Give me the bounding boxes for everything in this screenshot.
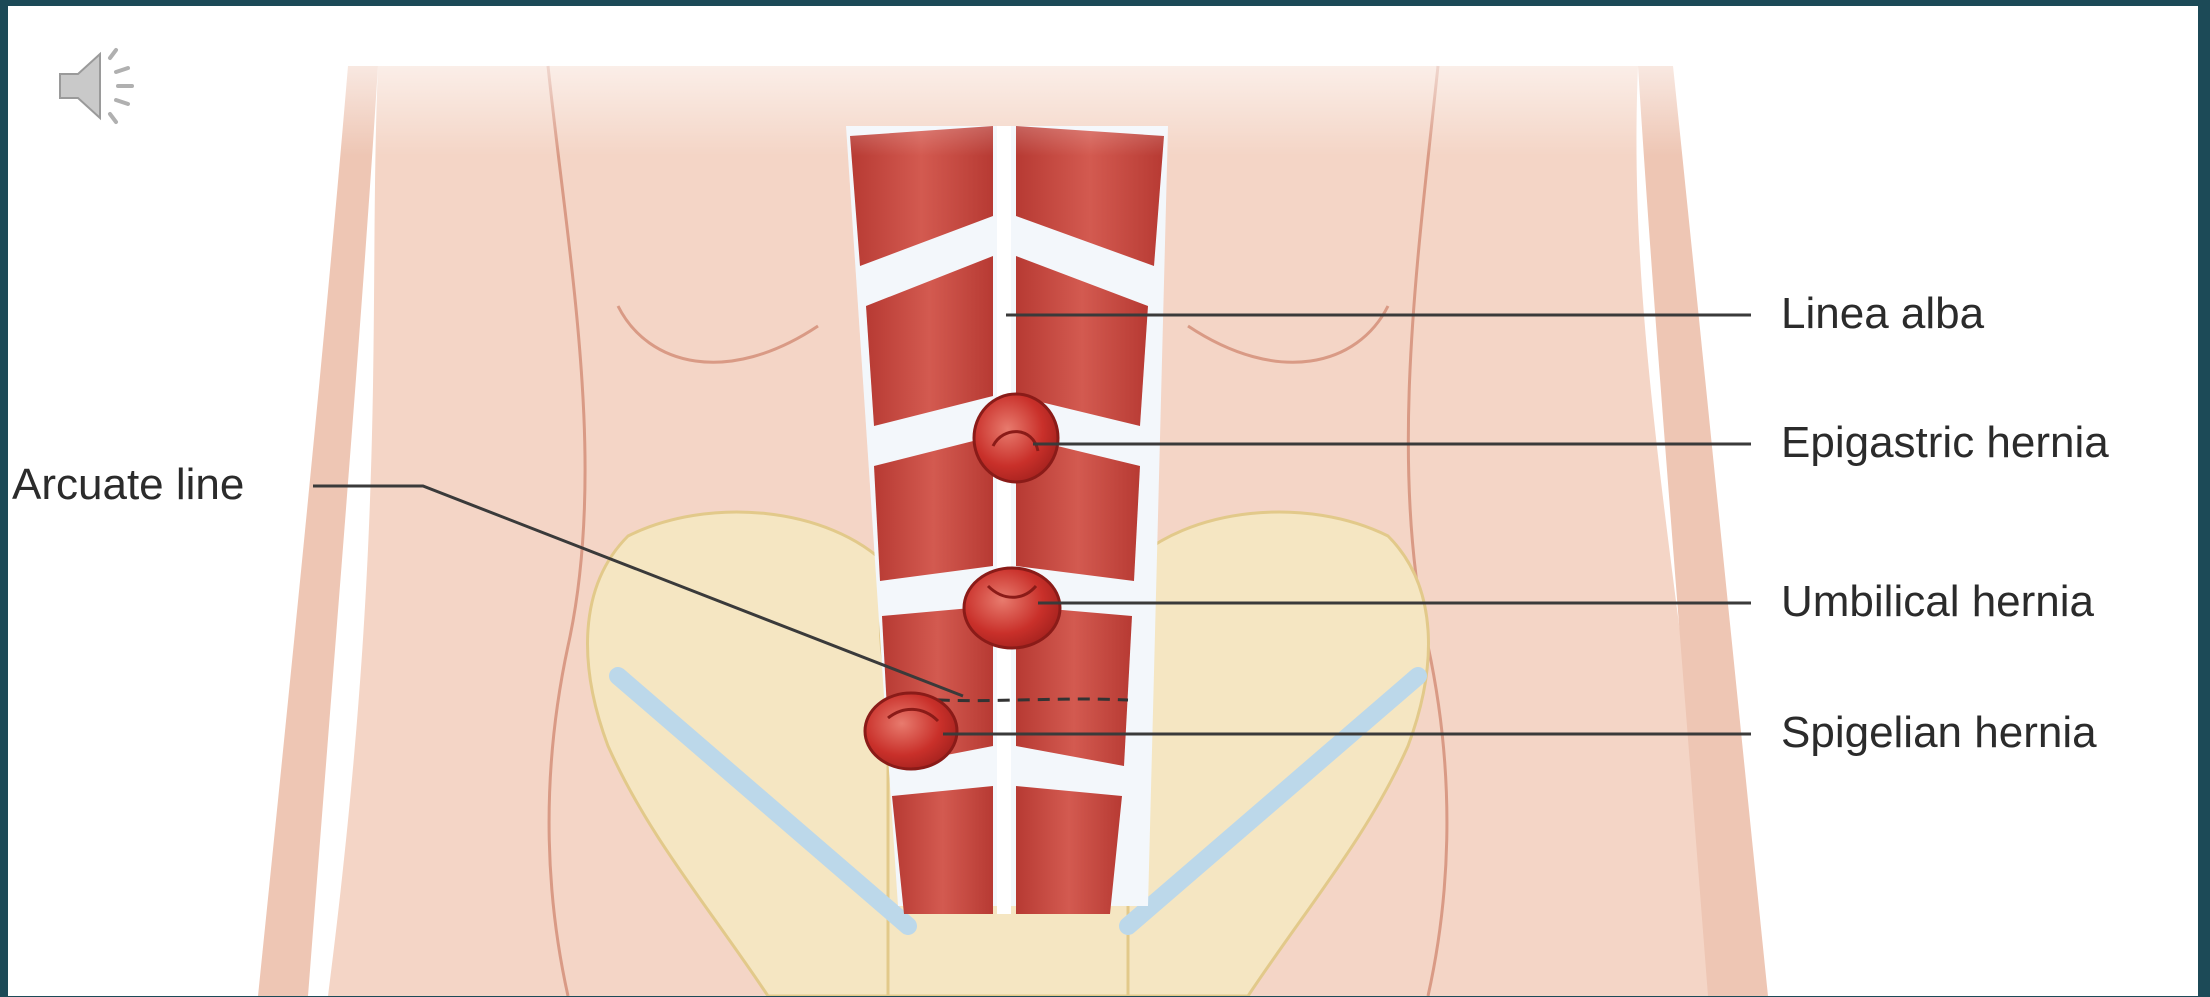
label-spigelian-hernia: Spigelian hernia <box>1781 708 2097 758</box>
top-fade <box>8 6 2198 156</box>
diagram-panel: Linea alba Epigastric hernia Arcuate lin… <box>8 6 2198 996</box>
abdominal-wall-diagram <box>8 6 2198 996</box>
label-epigastric-hernia: Epigastric hernia <box>1781 418 2109 468</box>
epigastric-hernia <box>974 394 1058 482</box>
speaker-icon[interactable] <box>48 36 148 136</box>
umbilical-hernia <box>964 568 1060 648</box>
label-arcuate-line: Arcuate line <box>12 460 244 510</box>
label-linea-alba: Linea alba <box>1781 289 1984 339</box>
spigelian-hernia <box>865 693 957 769</box>
label-umbilical-hernia: Umbilical hernia <box>1781 577 2094 627</box>
